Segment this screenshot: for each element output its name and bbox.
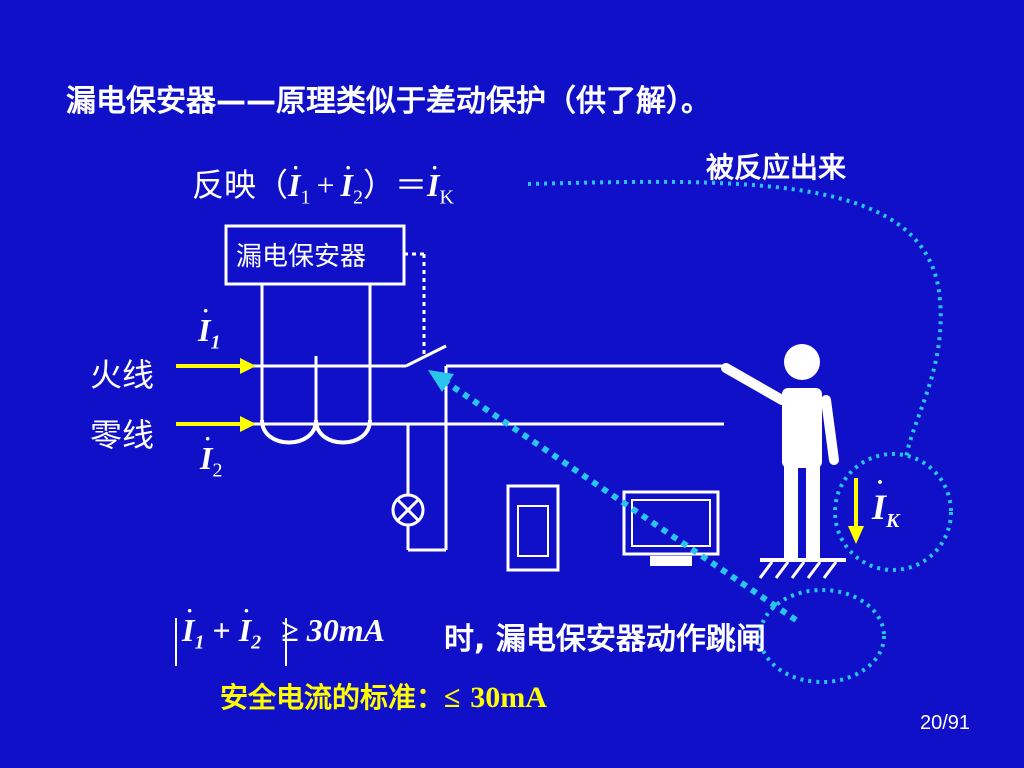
cond-i2-symbol: I (238, 612, 252, 648)
trip-circle (758, 588, 886, 684)
standard-operator: ≤ (444, 681, 461, 714)
cond-i1: ·I1 (182, 598, 204, 653)
current-i2-symbol: I (200, 440, 213, 476)
formula-prefix: 反映（ (192, 166, 289, 204)
current-i1-symbol: I (198, 312, 211, 348)
trip-dotted-arrow (438, 375, 798, 623)
current-i2-sub: 2 (212, 459, 223, 482)
formula-close: ） (362, 166, 395, 204)
cond-dot-1: · (186, 598, 194, 623)
formula-ik-symbol: I (427, 167, 440, 203)
trip-arrow-head (428, 370, 454, 392)
cond-i1-symbol: I (182, 612, 195, 648)
fault-current-label: ·IK (872, 470, 900, 533)
tv-icon (622, 490, 720, 556)
callout-text: 被反应出来 (706, 151, 847, 184)
tv-screen (631, 499, 711, 547)
current-i2-dot: · (204, 426, 212, 451)
formula-equals: ＝ (394, 166, 427, 204)
trip-condition: ·I1+·I2≥ 30mA (170, 598, 385, 654)
formula-i2-symbol: I (340, 167, 353, 203)
lamp-cross-2 (395, 497, 421, 523)
cond-operator: ≥ (281, 612, 299, 648)
cond-i1-sub: 1 (194, 631, 205, 654)
current-i1-dot: · (202, 298, 210, 323)
formula-dot-k: · (431, 155, 439, 180)
person-leg-left (784, 466, 798, 558)
ground-hatch (758, 561, 838, 579)
device-label: 漏电保安器 (236, 242, 367, 272)
page-number: 20/91 (920, 712, 971, 734)
current-i2-label: ·I2 (200, 426, 223, 482)
fault-current-dot: · (876, 470, 885, 496)
tv-stand (650, 556, 692, 566)
cond-i2-sub: 2 (251, 631, 262, 654)
formula-i1: ·I1 (288, 155, 310, 208)
slide-title: 漏电保安器——原理类似于差动保护（供了解）。 (66, 84, 711, 119)
reflect-formula: 反映（·I1+·I2）＝·IK (192, 155, 454, 209)
current-i1-label: ·I1 (198, 298, 221, 354)
standard-value: 30mA (470, 681, 547, 714)
formula-dot-1: · (292, 155, 300, 180)
callout-dotted-path (527, 179, 943, 459)
neutral-arrow-head (240, 416, 256, 432)
formula-i2-sub: 2 (352, 186, 363, 209)
formula-plus: + (316, 167, 335, 203)
formula-ik: ·IK (427, 155, 454, 208)
formula-i2: ·I2 (340, 155, 363, 208)
current-i1-sub: 1 (210, 331, 221, 354)
trip-condition-text: 时, 漏电保安器动作跳闸 (444, 622, 766, 657)
person-head-icon (784, 344, 820, 380)
live-arrow-head (240, 358, 256, 374)
fault-current-sub: K (886, 510, 900, 533)
fault-current-circle (833, 452, 953, 572)
person-leg-right (806, 466, 820, 558)
cond-plus: + (212, 612, 231, 648)
formula-ik-sub: K (439, 186, 454, 209)
cond-dot-2: · (242, 598, 251, 623)
live-wire-label: 火线 (90, 356, 155, 394)
formula-dot-2: · (344, 155, 352, 180)
formula-i1-sub: 1 (300, 186, 311, 209)
neutral-wire-label: 零线 (90, 416, 155, 454)
safety-standard: 安全电流的标准：≤ 30mA (220, 676, 547, 716)
person-arm (821, 395, 839, 465)
person-body (782, 388, 822, 468)
switch-blade (405, 344, 447, 368)
fault-current-symbol: I (872, 487, 887, 527)
fridge-door (517, 505, 549, 557)
fridge-icon (506, 484, 560, 572)
fault-arrow-head (848, 526, 864, 544)
cond-i2: ·I2 (238, 598, 261, 653)
formula-i1-symbol: I (288, 167, 301, 203)
standard-label: 安全电流的标准： (220, 681, 445, 714)
person-arm-touch (721, 363, 787, 405)
cond-value: 30mA (306, 612, 385, 648)
